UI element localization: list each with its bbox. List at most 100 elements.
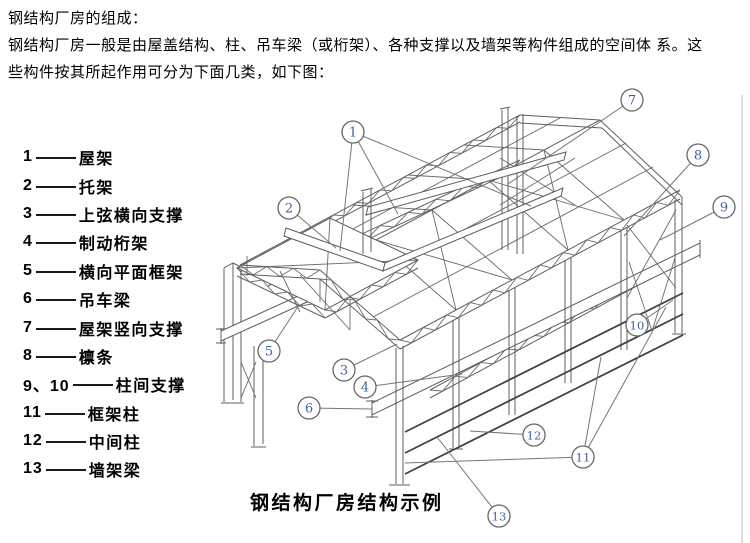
callout-2: 2 <box>277 196 301 220</box>
near-eave-truss <box>399 189 681 350</box>
svg-text:13: 13 <box>492 510 507 524</box>
legend-item-number: 12 <box>23 432 43 450</box>
callout-leader-7 <box>507 99 633 185</box>
callout-leader-1 <box>352 131 532 207</box>
svg-text:2: 2 <box>285 202 293 217</box>
svg-text:7: 7 <box>628 94 636 109</box>
column-bracing <box>626 209 677 332</box>
legend-dash <box>45 469 86 472</box>
legend-dash <box>35 242 76 245</box>
svg-text:6: 6 <box>305 402 313 417</box>
legend-item-number: 2 <box>23 176 33 194</box>
callout-leader-1 <box>339 131 354 252</box>
callout-9: 9 <box>712 195 736 219</box>
intro-title: 钢结构厂房的组成： <box>8 10 148 27</box>
legend-dash <box>35 185 76 188</box>
callout-leader-8 <box>623 154 699 237</box>
legend-item-1: 1 屋架 <box>23 143 186 171</box>
svg-text:3: 3 <box>340 364 348 379</box>
legend-item-5: 5 横向平面框架 <box>23 257 186 285</box>
legend-dash <box>72 384 113 387</box>
legend-item-label: 柱间支撑 <box>115 378 186 396</box>
callout-1: 1 <box>341 120 365 144</box>
svg-text:1: 1 <box>349 126 357 141</box>
bracket-beams <box>283 151 567 272</box>
legend-item-number: 13 <box>23 460 43 478</box>
legend-item-label: 框架柱 <box>87 406 141 424</box>
callout-leader-11 <box>404 456 584 464</box>
legend-item-8: 8 檩条 <box>23 342 186 370</box>
legend-item-7: 7 屋架竖向支撑 <box>23 313 186 341</box>
intro-line-1: 钢结构厂房一般是由屋盖结构、柱、吊车梁（或桁架）、各种支撑以及墙架等构件组成的空… <box>8 37 703 54</box>
legend-item-label: 上弦横向支撑 <box>78 207 184 225</box>
right-gable <box>519 114 683 206</box>
callout-leader-13 <box>436 436 500 517</box>
callout-6: 6 <box>297 396 321 420</box>
svg-text:5: 5 <box>265 345 273 360</box>
callout-3: 3 <box>332 358 356 382</box>
svg-text:4: 4 <box>361 381 369 396</box>
legend-dash <box>44 412 85 415</box>
legend-item-label: 横向平面框架 <box>78 264 184 282</box>
callout-7: 7 <box>620 88 644 112</box>
intro-paragraph: 钢结构厂房的组成： 钢结构厂房一般是由屋盖结构、柱、吊车梁（或桁架）、各种支撑以… <box>8 5 748 86</box>
svg-text:8: 8 <box>694 149 702 164</box>
legend-item-3: 3 上弦横向支撑 <box>23 200 186 228</box>
legend-item-label: 檩条 <box>78 349 114 367</box>
callout-leader-11 <box>582 306 667 458</box>
callout-12: 12 <box>522 423 546 447</box>
callout-leader-4 <box>364 373 463 388</box>
callout-leader-1 <box>352 131 399 215</box>
legend-item-number: 3 <box>23 204 33 222</box>
crane-girder <box>366 240 701 418</box>
callout-8: 8 <box>686 143 710 167</box>
legend-dash <box>35 270 76 273</box>
figure-caption: 钢结构厂房结构示例 <box>250 493 444 514</box>
callout-4: 4 <box>353 375 377 399</box>
legend-item-12: 13 墙架梁 <box>23 455 186 483</box>
legend-item-label: 中间柱 <box>88 435 142 453</box>
callout-10: 10 <box>625 313 649 337</box>
legend-item-11: 12 中间柱 <box>23 427 186 455</box>
legend-item-label: 吊车梁 <box>78 293 132 311</box>
legend-item-label: 制动桁架 <box>78 236 149 254</box>
legend-item-10: 11 框架柱 <box>23 399 186 427</box>
legend-item-number: 6 <box>23 290 33 308</box>
annex-roof-panel <box>235 217 420 319</box>
legend-item-number: 9、10 <box>23 378 70 396</box>
callout-5: 5 <box>257 339 281 363</box>
legend-item-6: 6 吊车梁 <box>23 285 186 313</box>
svg-text:10: 10 <box>630 319 645 333</box>
legend-dash <box>35 355 76 358</box>
legend-item-9: 9、10 柱间支撑 <box>23 370 186 398</box>
legend-item-label: 墙架梁 <box>88 463 142 481</box>
legend-dash <box>35 327 76 330</box>
callout-leader-11 <box>582 356 602 458</box>
left-gable-truss <box>239 264 401 350</box>
legend-item-number: 11 <box>23 403 42 421</box>
legend-dash <box>35 213 76 216</box>
near-wall-columns <box>389 197 686 486</box>
legend-item-number: 5 <box>23 261 33 279</box>
legend-item-number: 1 <box>23 148 33 166</box>
intro-line-2: 些构件按其所起作用可分为下面几类，如下图： <box>8 64 334 81</box>
legend-item-4: 4 制动桁架 <box>23 228 186 256</box>
svg-text:11: 11 <box>576 451 591 465</box>
legend-item-label: 屋架 <box>78 151 114 169</box>
legend-dash <box>45 441 86 444</box>
callout-leader-9 <box>659 206 725 241</box>
callout-13: 13 <box>487 504 511 528</box>
legend-item-number: 8 <box>23 346 33 364</box>
svg-text:12: 12 <box>527 429 542 443</box>
legend-dash <box>35 299 76 302</box>
callout-11: 11 <box>571 445 595 469</box>
legend-item-number: 4 <box>23 233 33 251</box>
legend-dash <box>35 157 76 160</box>
legend-item-number: 7 <box>23 318 33 336</box>
legend-item-label: 屋架竖向支撑 <box>78 321 184 339</box>
